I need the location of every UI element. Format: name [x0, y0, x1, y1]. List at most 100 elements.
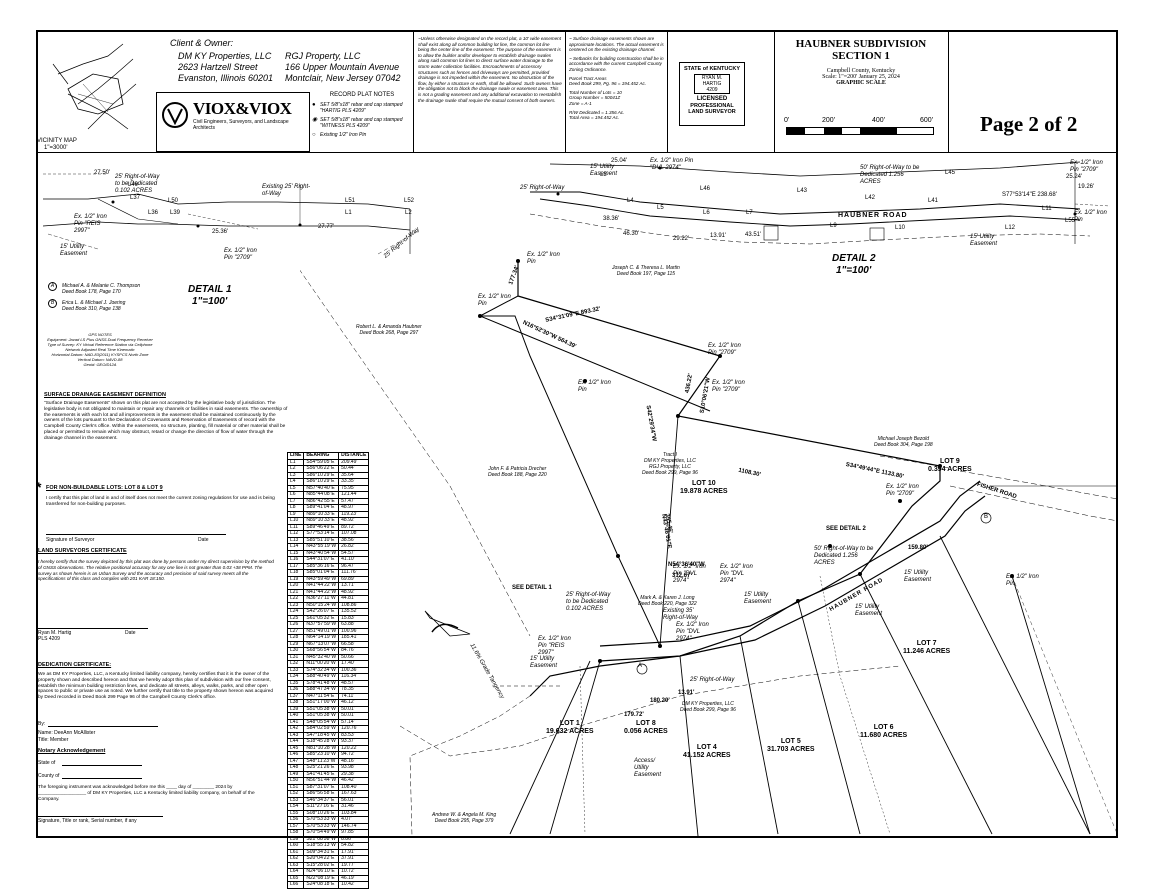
l49-label: L49 [128, 182, 139, 188]
l-label-L5: L5 [657, 205, 664, 211]
l-label-L41: L41 [928, 198, 939, 204]
line-id-cell: L47 [286, 757, 305, 765]
dim-25-07: 27.50' [94, 170, 111, 176]
scale-seg-6 [897, 128, 934, 134]
distance-cell: 50.66' [338, 653, 370, 661]
nonbuild-title: FOR NON-BUILDABLE LOTS: LOT 8 & LOT 9 [46, 485, 163, 491]
l-label-L4: L4 [627, 198, 634, 204]
distance-cell: 54.57' [338, 549, 370, 557]
notary-state-line [62, 765, 142, 766]
utility-easement-main-1: 15' Utility Easement [744, 592, 772, 605]
distance-cell: 93.98' [338, 764, 370, 772]
line-id-cell: L55 [286, 809, 305, 817]
pin-label-d2b: Ex. 1/2" Iron Pin "2709" [1070, 160, 1103, 173]
nonbuild-date-label: Date [198, 537, 209, 543]
scale-tick-1: 200' [822, 117, 836, 124]
dim-43-51: 43.51' [745, 232, 762, 238]
easement-note-2: ~ Setbacks for building construction sha… [569, 55, 664, 72]
notary-sig-label: Signature, Title or rank, Serial number,… [38, 818, 137, 824]
distance-cell: 56.01' [338, 796, 370, 804]
bearing-cell: N24°06'10"E [303, 868, 340, 876]
scale-seg-3 [823, 128, 842, 134]
line-id-cell: L12 [286, 530, 305, 538]
lot-9-area: 0.394 ACRES [928, 466, 972, 473]
header-col-divider-4 [774, 30, 775, 152]
target-dot-icon: ◉ [312, 117, 318, 123]
line-id-cell: L22 [286, 595, 305, 603]
neighbor-martin: Joseph C. & Theresa L. Martin Deed Book … [612, 265, 680, 277]
line-id-cell: L32 [286, 660, 305, 668]
distance-cell: 69.89' [338, 575, 370, 583]
distance-cell: 4.07' [338, 816, 370, 824]
distance-cell: 17.91' [338, 848, 370, 856]
record-note-1-text: SET 5/8"x18" rebar and cap stamped "HART… [320, 102, 403, 114]
distance-cell: 31.46' [338, 803, 370, 811]
distance-cell: 26.82' [338, 543, 370, 551]
neighbor-long: Mark A. & Karen J. Long Deed Book 220, P… [638, 595, 697, 607]
l51-label: L51 [345, 198, 356, 204]
line-id-cell: L20 [286, 582, 305, 590]
line-id-cell: L18 [286, 569, 305, 577]
record-note-3-text: Existing 1/2" Iron Pin [320, 132, 367, 138]
owner-a-key: A [48, 282, 57, 291]
distance-cell: 74.11' [338, 692, 370, 700]
l-label-L12: L12 [1005, 225, 1016, 231]
gps-line-2: Type of Survey: KY Virtual Reference Sta… [47, 342, 153, 347]
distance-cell: 48.16' [338, 757, 370, 765]
road-label-detail-2: HAUBNER ROAD [838, 212, 908, 219]
line-id-cell: L26 [286, 621, 305, 629]
record-note-1: ●SET 5/8"x18" rebar and cap stamped "HAR… [312, 102, 412, 114]
line-id-cell: L49 [286, 770, 305, 778]
detail-1-drawing [42, 173, 418, 255]
distance-cell: 48.57' [338, 679, 370, 687]
pin-main-11: Ex. 1/2" Iron Pin [1006, 574, 1039, 587]
nonbuild-text: I certify that this plat of land in and … [46, 496, 275, 507]
l39-label: L39 [170, 210, 181, 216]
line-id-cell: L17 [286, 562, 305, 570]
gps-notes: GPS NOTES Equipment: Javad LS Plus GNSS … [40, 332, 160, 367]
distance-cell: 50.01' [338, 705, 370, 713]
owner-1: DM KY Properties, LLC 2623 Hartzell Stre… [178, 51, 273, 84]
lot-1-area: 19.632 ACRES [546, 728, 594, 735]
l37-label: L37 [130, 195, 141, 201]
scale-seg-5 [860, 128, 897, 134]
header-col-divider-2 [565, 30, 566, 152]
lot-10-area: 19.878 ACRES [680, 488, 728, 495]
distance-cell: 107.08' [338, 530, 370, 538]
line-id-cell: L29 [286, 640, 305, 648]
owner-1-city: Evanston, Illinois 60201 [178, 73, 274, 83]
distance-cell: 94.72' [338, 751, 370, 759]
distance-cell: 54.82' [338, 842, 370, 850]
lot-4-name: LOT 4 [696, 744, 717, 751]
dedication-title: DEDICATION CERTIFICATE: [38, 662, 112, 668]
line-id-cell: L34 [286, 673, 305, 681]
row-label-d2: 25' Right-of-Way [520, 185, 565, 191]
distance-cell: 89.72' [338, 523, 370, 531]
surveyor-seal: STATE of KENTUCKY RYAN M. HARTIG 4209 LI… [679, 62, 745, 126]
l36-label: L36 [148, 210, 159, 216]
owners-legend: A Michael A. & Melanie C. Thompson Deed … [48, 282, 188, 312]
sde-title: SURFACE DRAINAGE EASEMENT DEFINITION [44, 392, 166, 398]
record-notes: RECORD PLAT NOTES ●SET 5/8"x18" rebar an… [312, 92, 412, 138]
distance-cell: 8.86' [338, 835, 370, 843]
